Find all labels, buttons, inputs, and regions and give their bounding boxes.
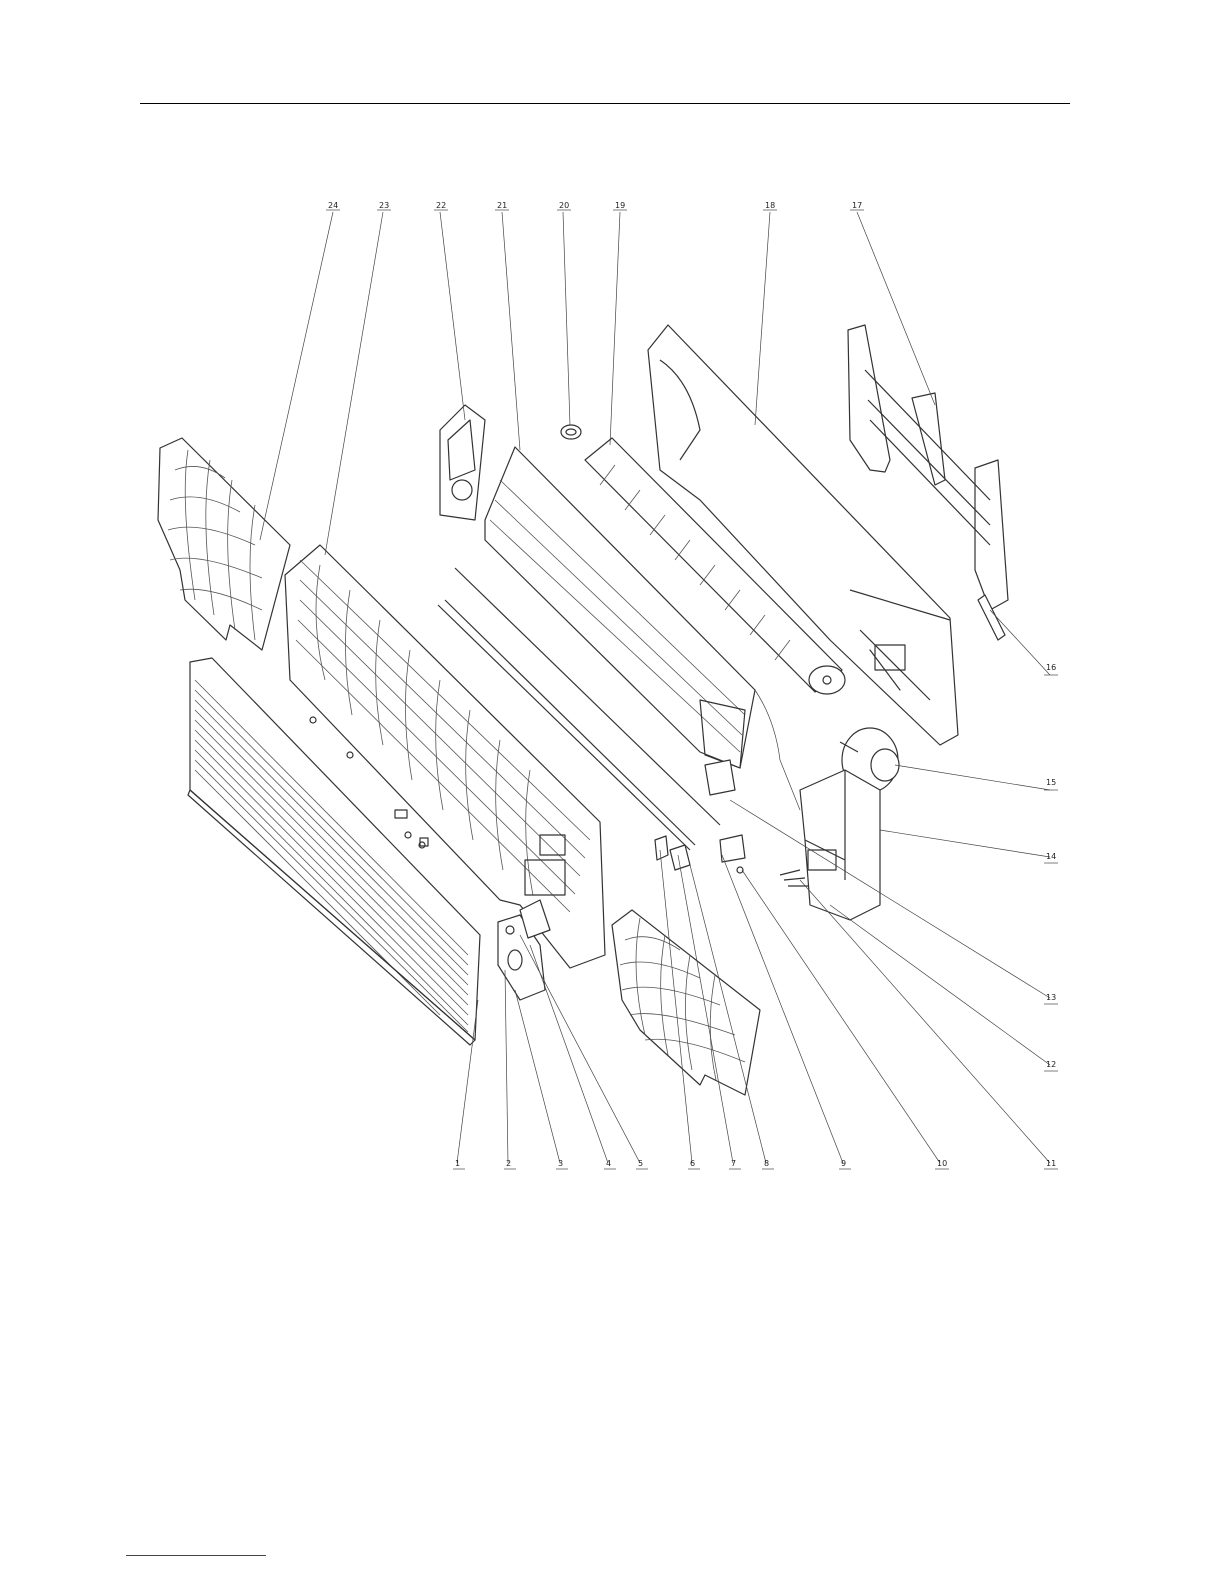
callout-23: 23: [379, 201, 389, 210]
callout-21: 21: [497, 201, 507, 210]
fan-bearing: [561, 425, 581, 439]
side-bracket: [440, 405, 485, 520]
callout-24: 24: [328, 201, 338, 210]
callout-3: 3: [558, 1159, 563, 1168]
small-parts: [705, 760, 808, 886]
callout-11: 11: [1046, 1159, 1056, 1168]
callout-12: 12: [1046, 1060, 1056, 1069]
callout-2: 2: [506, 1159, 511, 1168]
callout-13: 13: [1046, 993, 1056, 1002]
callout-1: 1: [455, 1159, 460, 1168]
callout-19: 19: [615, 201, 625, 210]
callout-14: 14: [1046, 852, 1056, 861]
air-filter-right: [612, 910, 760, 1095]
callout-17: 17: [852, 201, 862, 210]
callout-6: 6: [690, 1159, 695, 1168]
footer-link-rule: [126, 1555, 266, 1556]
callout-15: 15: [1046, 778, 1056, 787]
callout-9: 9: [841, 1159, 846, 1168]
callout-16: 16: [1046, 663, 1056, 672]
callout-8: 8: [764, 1159, 769, 1168]
display-assembly: [498, 900, 550, 1000]
electrical-control-box: [800, 770, 880, 920]
callout-22: 22: [436, 201, 446, 210]
callout-10: 10: [937, 1159, 947, 1168]
air-filter-left: [158, 438, 290, 650]
callout-7: 7: [731, 1159, 736, 1168]
callout-20: 20: [559, 201, 569, 210]
callout-5: 5: [638, 1159, 643, 1168]
callout-4: 4: [606, 1159, 611, 1168]
callout-18: 18: [765, 201, 775, 210]
